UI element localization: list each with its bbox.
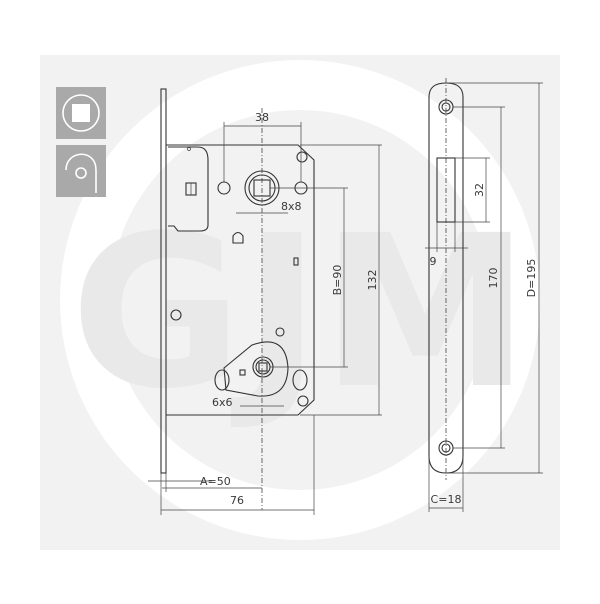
strike-plate-drawing: 32 9 170 D=195 C=18 [425,78,543,512]
dim-body-height: 132 [366,270,379,291]
watermark-text: GJM [70,190,529,435]
square-spindle-icon [56,87,106,139]
watermark: GJM [60,60,540,540]
dim-center-distance: B=90 [331,265,344,296]
dim-turn-square: 6x6 [212,396,233,409]
dim-body-depth: 76 [230,494,244,507]
dim-plate-length: D=195 [525,259,538,298]
dim-opening-height: 32 [473,183,486,197]
magnetic-latch-icon [56,145,106,197]
dim-screw-spacing: 170 [487,268,500,289]
dim-handle-spacing: 38 [255,111,269,124]
dim-spindle-square: 8x8 [281,200,302,213]
dim-backset: A=50 [200,475,231,488]
dim-plate-width: C=18 [431,493,462,506]
dim-opening-width: 9 [430,255,437,268]
lock-body-drawing: 38 8x8 6x6 B=90 132 A=50 76 [148,88,382,515]
